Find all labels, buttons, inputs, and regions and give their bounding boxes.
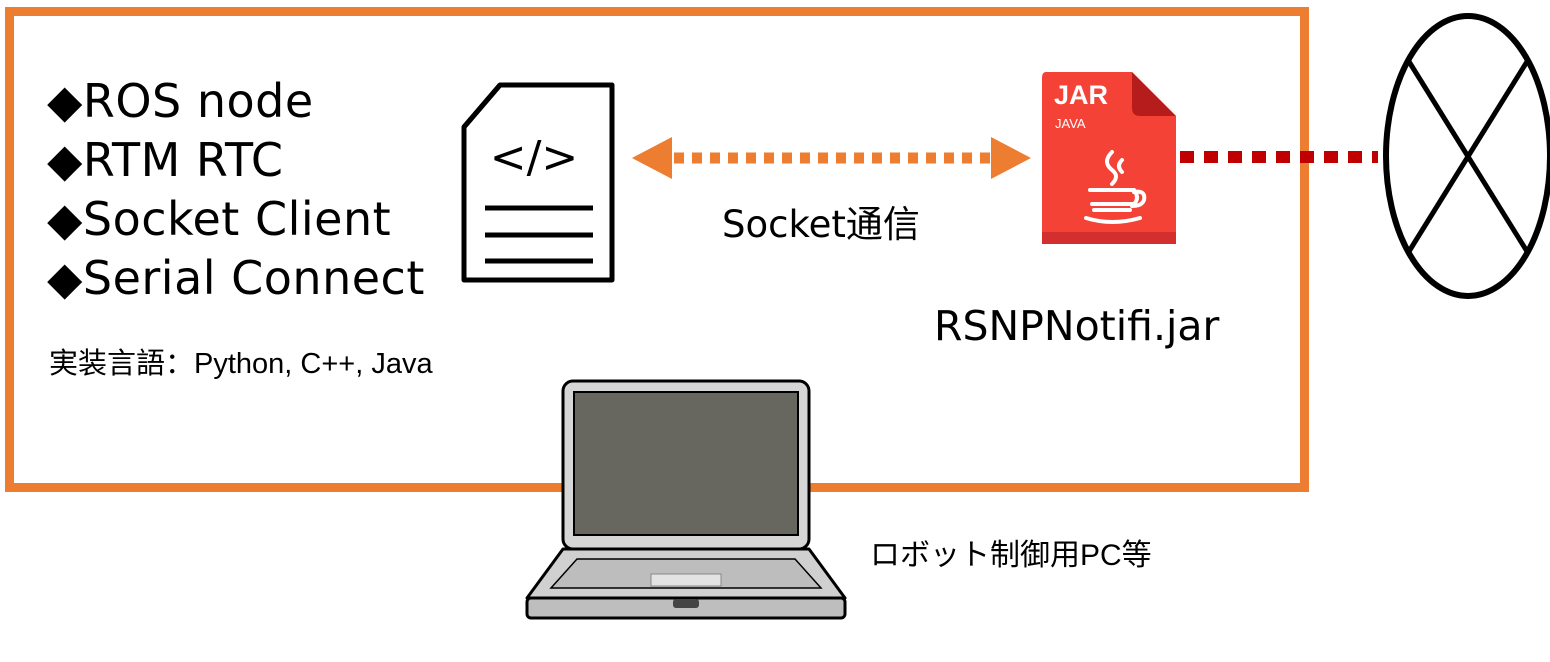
feature-list: ◆ROS node ◆RTM RTC ◆Socket Client ◆Seria… [47, 72, 425, 308]
laptop-icon [525, 379, 847, 620]
jar-badge-text: JAR [1054, 80, 1108, 110]
jar-file-icon: JAR JAVA [1042, 72, 1176, 244]
language-line: 実装言語：Python, C++, Java [49, 348, 433, 380]
pc-caption: ロボット制御用PC等 [870, 539, 1152, 572]
feature-item: ◆RTM RTC [47, 133, 284, 187]
java-cup-icon [1084, 150, 1147, 224]
svg-text:</>: </> [490, 132, 579, 183]
dotted-link [1180, 151, 1378, 163]
code-file-icon: </> [461, 82, 615, 283]
socket-label: Socket通信 [722, 203, 920, 246]
feature-item: ◆ROS node [47, 74, 314, 128]
jar-sub-text: JAVA [1055, 116, 1086, 131]
feature-item: ◆Socket Client [47, 192, 392, 246]
socket-arrow [632, 137, 1031, 179]
network-node-icon [1383, 13, 1550, 299]
feature-item: ◆Serial Connect [47, 251, 425, 305]
jar-filename: RSNPNotifi.jar [934, 302, 1220, 350]
